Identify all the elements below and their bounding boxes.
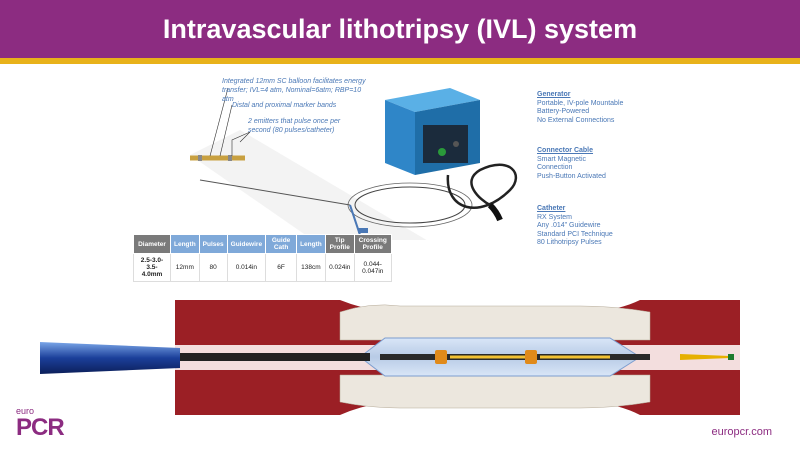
table-cell: 80 <box>198 253 228 282</box>
col-header: Length <box>170 234 200 254</box>
callout-emitters: 2 emitters that pulse once per second (8… <box>248 118 341 134</box>
spec-generator-line: Portable, IV-pole Mountable <box>537 99 624 107</box>
spec-catheter-line: Any .014" Guidewire <box>537 222 601 229</box>
europcr-logo: euro PCR <box>16 406 65 441</box>
slide-title: Intravascular lithotripsy (IVL) system <box>162 14 638 44</box>
table-cell: 0.024in <box>324 253 355 282</box>
ivl-device-illustration <box>190 87 517 240</box>
table-cell: 0.044-0.047in <box>353 253 392 282</box>
table-cell: 12mm <box>170 253 200 282</box>
spec-cable-heading: Connector Cable <box>537 147 594 154</box>
footer-url[interactable]: europcr.com <box>711 426 772 438</box>
spec-catheter-line: Standard PCI Technique <box>537 230 613 238</box>
spec-cable-line: Smart Magnetic <box>537 155 587 163</box>
spec-catheter-heading: Catheter <box>537 205 566 212</box>
spec-catheter-line: 80 Lithotripsy Pulses <box>537 239 602 246</box>
catheter-spec-table: Diameter Length Pulses Guidewire Guide C… <box>133 234 392 282</box>
col-header: Pulses <box>198 234 228 254</box>
col-header: Diameter <box>133 234 171 254</box>
callout-markers: Distal and proximal marker bands <box>232 102 337 109</box>
col-header: Length <box>296 234 326 254</box>
table-cell: 138cm <box>296 253 326 282</box>
col-header: Tip Profile <box>324 234 355 254</box>
spec-cable-line: Push-Button Activated <box>537 172 606 180</box>
table-cell: 2.5-3.0-3.5-4.0mm <box>133 253 171 282</box>
spec-catheter: Catheter RX System Any .014" Guidewire S… <box>537 205 657 248</box>
logo-big-text: PCR <box>16 414 65 441</box>
table-cell: 0.014in <box>226 253 267 282</box>
table-row: 2.5-3.0-3.5-4.0mm 12mm 80 0.014in 6F 138… <box>133 253 392 282</box>
col-header: Guidewire <box>226 234 267 254</box>
table-cell: 6F <box>265 253 298 282</box>
spec-generator-heading: Generator <box>537 91 571 98</box>
vessel-balloon-illustration <box>40 300 740 415</box>
spec-generator: Generator Portable, IV-pole Mountable Ba… <box>537 91 657 125</box>
callout-balloon: Integrated 12mm SC balloon facilitates e… <box>222 78 366 103</box>
spec-cable: Connector Cable Smart Magnetic Connectio… <box>537 147 657 181</box>
logo-small-text: euro <box>16 406 35 416</box>
spec-generator-line: No External Connections <box>537 116 615 124</box>
spec-generator-line: Battery-Powered <box>537 108 590 115</box>
title-underline <box>0 58 800 64</box>
title-bar: Intravascular lithotripsy (IVL) system <box>0 0 800 58</box>
col-header: Crossing Profile <box>353 234 392 254</box>
col-header: Guide Cath <box>265 234 298 254</box>
table-header-row: Diameter Length Pulses Guidewire Guide C… <box>133 234 392 254</box>
spec-catheter-line: RX System <box>537 213 573 221</box>
spec-cable-line: Connection <box>537 164 573 171</box>
